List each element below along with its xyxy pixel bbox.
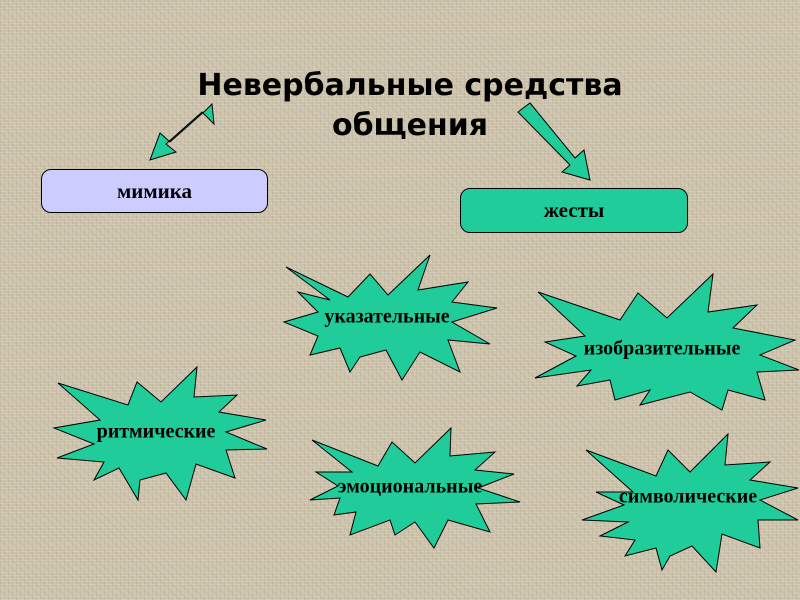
star-shape-simvolicheskie xyxy=(581,432,799,574)
star-shape-ritmicheskie xyxy=(52,365,268,502)
slide-title: Невербальные средства общения xyxy=(120,66,700,146)
gesture-label-izobrazitelnye: изобразительные xyxy=(583,337,741,360)
category-label-zhesty: жесты xyxy=(543,198,605,222)
category-box-mimika: мимика xyxy=(41,169,268,213)
gesture-label-emotsionalnye: эмоциональные xyxy=(337,475,483,498)
category-label-mimika: мимика xyxy=(116,178,193,203)
arrow-down-right-icon xyxy=(517,102,591,181)
category-box-zhesty: жесты xyxy=(460,188,688,233)
title-line-2: общения xyxy=(331,108,489,143)
title-line-1: Невербальные средства xyxy=(197,68,623,103)
arrow-down-left-icon xyxy=(149,102,215,161)
gesture-label-simvolicheskie: символические xyxy=(618,485,758,508)
star-shape-emotsionalnye xyxy=(309,426,521,549)
gesture-label-ritmicheskie: ритмические xyxy=(96,420,216,443)
star-shape-izobrazitelnye xyxy=(534,272,800,411)
gesture-label-ukazatelnye: указательные xyxy=(324,305,450,328)
star-shape-ukazatelnye xyxy=(282,254,498,381)
